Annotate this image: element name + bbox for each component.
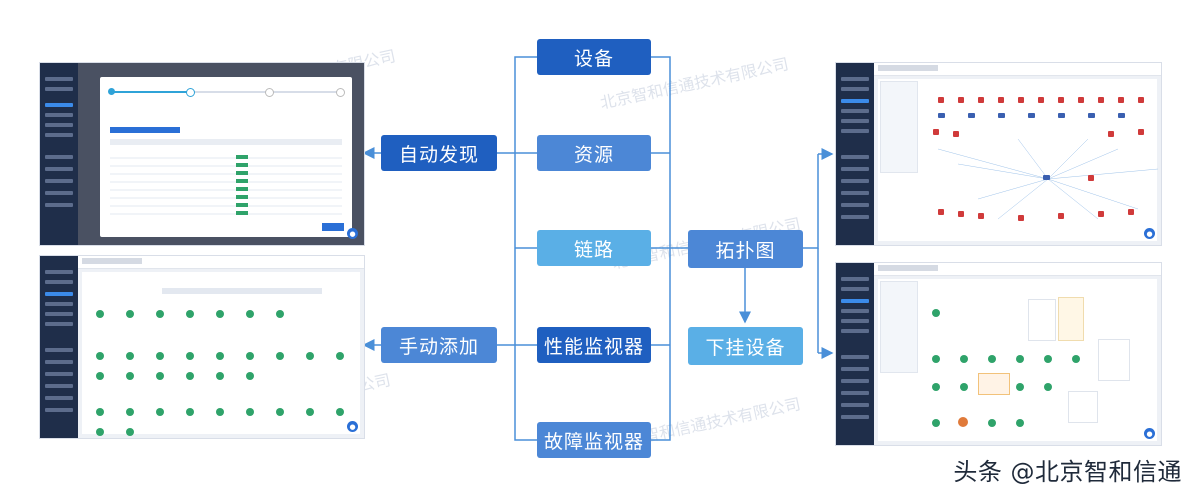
node-fault-monitor: 故障监视器 xyxy=(537,422,651,458)
bell-icon[interactable]: ● xyxy=(1144,228,1155,239)
topbar xyxy=(874,263,1161,276)
node-link: 链路 xyxy=(537,230,651,266)
bell-icon[interactable]: ● xyxy=(1144,428,1155,439)
node-manual-add: 手动添加 xyxy=(381,327,497,363)
screenshot-topology: ● xyxy=(835,62,1162,246)
topology-canvas xyxy=(878,79,1159,241)
node-perf-monitor: 性能监视器 xyxy=(537,327,651,363)
sidebar xyxy=(836,63,874,245)
sidebar xyxy=(40,256,78,438)
node-resource: 资源 xyxy=(537,135,651,171)
bell-icon[interactable]: ● xyxy=(347,228,358,239)
topbar xyxy=(78,256,364,269)
node-device: 设备 xyxy=(537,39,651,75)
sidebar xyxy=(40,63,78,245)
attached-device-panel xyxy=(878,279,1157,441)
bell-icon[interactable]: ● xyxy=(347,421,358,432)
credit-text: 头条 @北京智和信通 xyxy=(953,458,1182,486)
screenshot-auto-discover: ● xyxy=(39,62,365,246)
screenshot-attached-device: ● xyxy=(835,262,1162,446)
device-type-grid xyxy=(82,272,360,436)
discover-modal xyxy=(100,77,352,237)
node-topology: 拓扑图 xyxy=(688,230,803,268)
node-attached-device: 下挂设备 xyxy=(688,327,803,365)
topbar xyxy=(874,63,1161,76)
sidebar xyxy=(836,263,874,445)
screenshot-manual-add: ● xyxy=(39,255,365,439)
node-auto-discover: 自动发现 xyxy=(381,135,497,171)
